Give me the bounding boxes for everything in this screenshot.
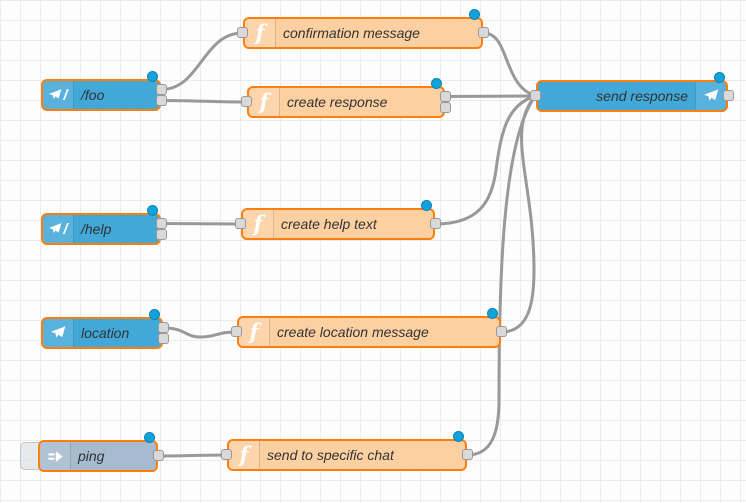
command-slash-glyph: /: [63, 86, 68, 104]
output-port-1[interactable]: [440, 91, 451, 102]
output-port-2[interactable]: [156, 95, 167, 106]
input-port[interactable]: [530, 90, 541, 101]
node-create-location-message[interactable]: f create location message: [231, 308, 507, 348]
output-port-1[interactable]: [156, 218, 167, 229]
telegram-command-icon: /: [43, 215, 74, 243]
function-f-glyph: f: [255, 19, 265, 45]
node-label: send to specific chat: [267, 447, 394, 463]
changed-indicator: [147, 71, 158, 82]
input-port[interactable]: [241, 96, 252, 107]
output-port-2[interactable]: [156, 229, 167, 240]
node-label: /help: [81, 221, 112, 237]
changed-indicator: [431, 78, 442, 89]
output-port-1[interactable]: [156, 84, 167, 95]
function-f-glyph: f: [253, 210, 263, 236]
output-port-2[interactable]: [440, 102, 451, 113]
function-icon: f: [249, 88, 280, 116]
node-label: create location message: [277, 324, 429, 340]
node-send-response[interactable]: send response: [530, 72, 734, 112]
output-port[interactable]: [430, 218, 441, 229]
telegram-plane-icon: [695, 82, 726, 110]
output-port[interactable]: [478, 27, 489, 38]
node-label: location: [81, 325, 130, 341]
changed-indicator: [487, 308, 498, 319]
changed-indicator: [149, 309, 160, 320]
wire-specific-chat-to-send[interactable]: [466, 94, 537, 457]
changed-indicator: [421, 200, 432, 211]
changed-indicator: [714, 72, 725, 83]
wire-create-response-to-send[interactable]: [444, 94, 537, 98]
wire-help-to-help-text[interactable]: [160, 222, 242, 226]
command-slash-glyph: /: [63, 220, 68, 238]
node-label: create response: [287, 94, 388, 110]
changed-indicator: [469, 9, 480, 20]
changed-indicator: [144, 432, 155, 443]
changed-indicator: [147, 205, 158, 216]
node-label: create help text: [281, 216, 377, 232]
function-f-glyph: f: [239, 441, 249, 467]
wire-ping-to-specific-chat[interactable]: [157, 453, 228, 458]
output-port[interactable]: [153, 450, 164, 461]
output-port-1[interactable]: [158, 322, 169, 333]
input-port[interactable]: [231, 326, 242, 337]
node-foo[interactable]: / /foo: [41, 71, 167, 111]
wire-location-to-location-msg[interactable]: [162, 326, 238, 339]
node-ping[interactable]: ping: [20, 432, 164, 472]
node-location[interactable]: location: [41, 309, 169, 349]
inject-arrow-icon: [40, 442, 71, 470]
node-confirmation-message[interactable]: f confirmation message: [237, 9, 489, 49]
node-send-to-specific-chat[interactable]: f send to specific chat: [221, 431, 473, 471]
node-help[interactable]: / /help: [41, 205, 167, 245]
changed-indicator: [453, 431, 464, 442]
node-create-help-text[interactable]: f create help text: [235, 200, 441, 240]
node-label: confirmation message: [283, 25, 420, 41]
output-port[interactable]: [496, 326, 507, 337]
wire-foo-to-create-response[interactable]: [160, 99, 248, 104]
wire-foo-to-confirmation[interactable]: [160, 31, 244, 91]
node-label: ping: [78, 448, 105, 464]
function-icon: f: [245, 19, 276, 47]
output-port-2[interactable]: [158, 333, 169, 344]
node-label: /foo: [81, 87, 105, 103]
wire-confirmation-to-send[interactable]: [482, 31, 537, 98]
function-icon: f: [243, 210, 274, 238]
function-f-glyph: f: [249, 318, 259, 344]
function-icon: f: [239, 318, 270, 346]
function-f-glyph: f: [259, 88, 269, 114]
output-port[interactable]: [723, 90, 734, 101]
node-create-response[interactable]: f create response: [241, 78, 451, 118]
function-icon: f: [229, 441, 260, 469]
input-port[interactable]: [237, 27, 248, 38]
node-label: send response: [596, 88, 688, 104]
wire-help-text-to-send[interactable]: [434, 94, 537, 226]
telegram-command-icon: /: [43, 81, 74, 109]
input-port[interactable]: [221, 449, 232, 460]
input-port[interactable]: [235, 218, 246, 229]
output-port[interactable]: [462, 449, 473, 460]
telegram-plane-icon: [43, 319, 74, 347]
